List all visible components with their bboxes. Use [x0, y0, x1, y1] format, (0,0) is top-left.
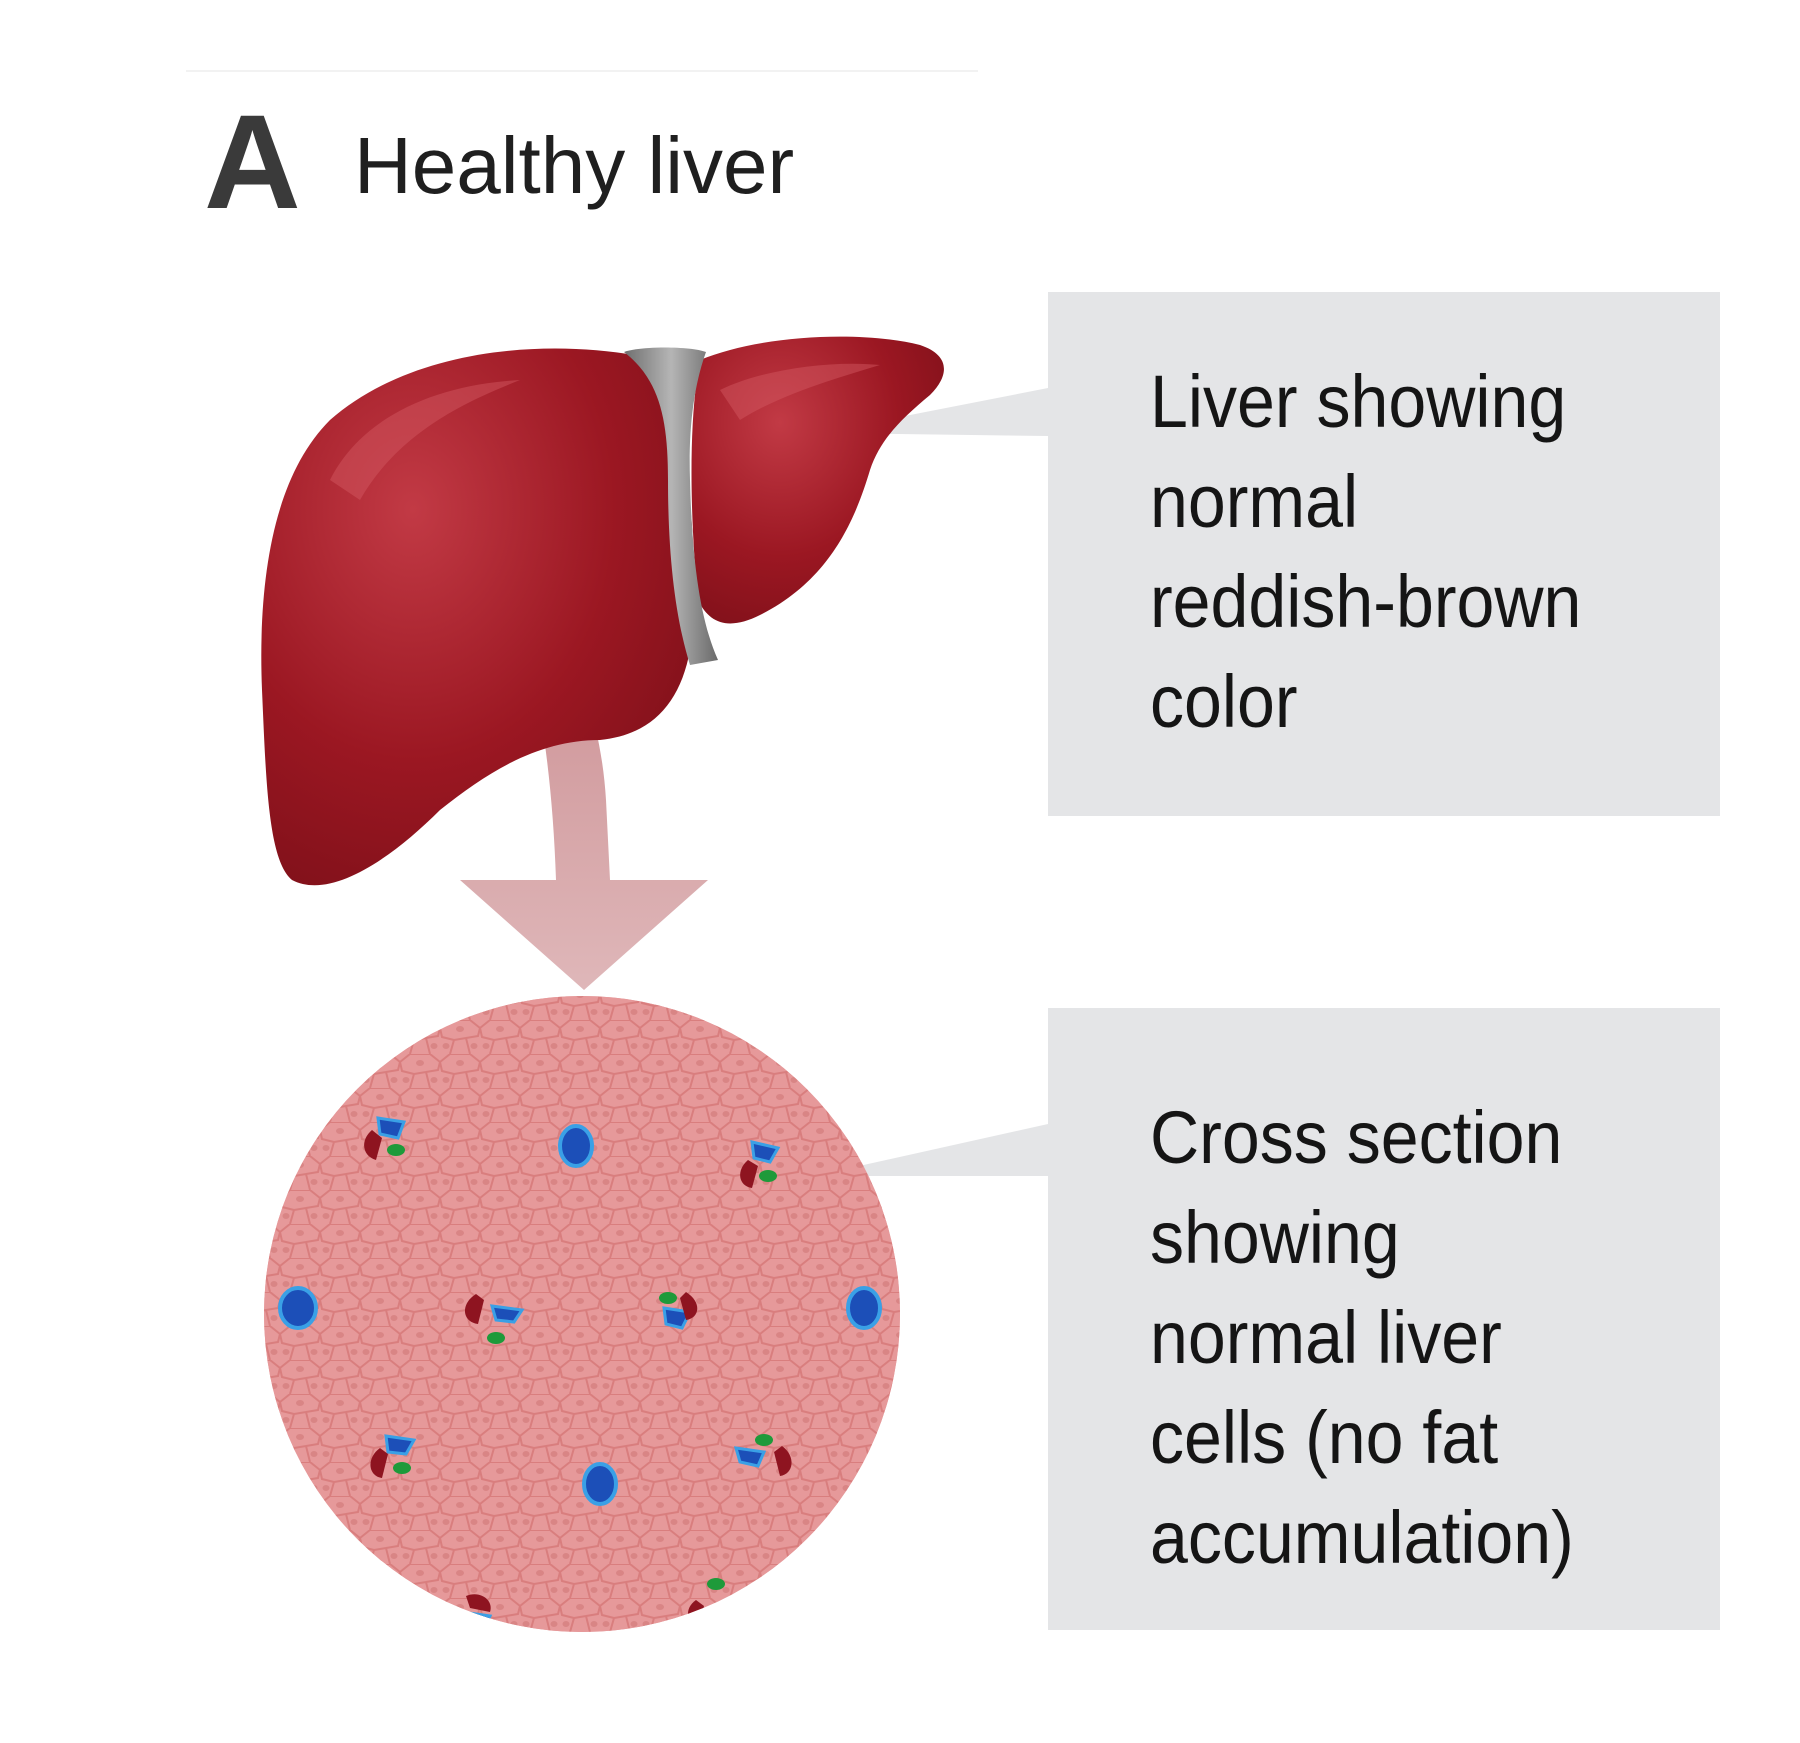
liver-callout-box: Liver showing normal reddish-brown color — [1048, 292, 1720, 816]
callout-line: Cross section — [1150, 1096, 1563, 1179]
liver-illustration — [261, 336, 944, 886]
callout-line: cells (no fat — [1150, 1396, 1499, 1479]
cross-section-callout-box: Cross section showing normal liver cells… — [1048, 1008, 1720, 1630]
top-rule — [186, 70, 978, 72]
cross-section-circle — [264, 996, 900, 1632]
cross-section-callout-text: Cross section showing normal liver cells… — [1150, 1088, 1611, 1588]
central-vein — [558, 1124, 594, 1168]
zoom-arrow — [460, 560, 708, 990]
callout-line: color — [1150, 660, 1298, 743]
callout-line: accumulation) — [1150, 1496, 1574, 1579]
central-vein — [278, 1286, 318, 1330]
callout-line: reddish-brown — [1150, 560, 1582, 643]
callout-line: normal liver — [1150, 1296, 1502, 1379]
central-vein — [846, 1286, 882, 1330]
portal-triad — [370, 1434, 417, 1478]
portal-triad — [464, 1294, 525, 1344]
panel-title: Healthy liver — [354, 121, 795, 210]
callout-line: Liver showing — [1150, 360, 1567, 443]
cross-section-callout-pointer — [814, 1124, 1048, 1176]
portal-triad — [364, 1116, 407, 1160]
portal-triad — [733, 1434, 792, 1476]
portal-triad — [659, 1292, 698, 1330]
central-vein — [582, 1462, 618, 1506]
callout-line: showing — [1150, 1196, 1400, 1279]
callout-line: normal — [1150, 460, 1359, 543]
falciform-ligament — [624, 347, 718, 665]
portal-triad — [740, 1140, 781, 1188]
liver-callout-text: Liver showing normal reddish-brown color — [1150, 352, 1619, 752]
panel-letter: A — [204, 88, 301, 237]
